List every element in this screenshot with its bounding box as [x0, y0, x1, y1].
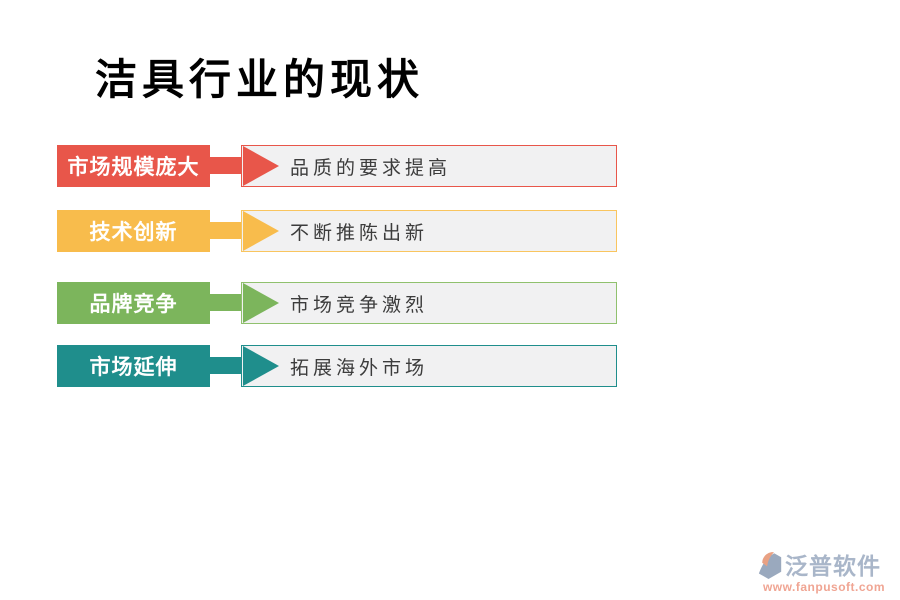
industry-row-market-scale: 市场规模庞大 品质的要求提高	[0, 145, 900, 187]
description-box: 拓展海外市场	[241, 345, 617, 387]
arrow-right-icon	[243, 146, 279, 186]
row-label: 市场延伸	[57, 345, 210, 387]
description-text: 市场竞争激烈	[290, 294, 429, 316]
industry-row-market-extension: 市场延伸 拓展海外市场	[0, 345, 900, 387]
row-label: 市场规模庞大	[57, 145, 210, 187]
arrow-shaft	[208, 222, 248, 239]
watermark: 泛普软件 www.fanpusoft.com	[754, 547, 894, 594]
arrow-right-icon	[243, 211, 279, 251]
row-label: 品牌竞争	[57, 282, 210, 324]
description-box: 不断推陈出新	[241, 210, 617, 252]
page-title: 洁具行业的现状	[95, 55, 425, 104]
fanpu-logo-icon	[754, 548, 782, 579]
industry-row-brand-competition: 品牌竞争 市场竞争激烈	[0, 282, 900, 324]
description-text: 不断推陈出新	[290, 222, 429, 244]
row-label: 技术创新	[57, 210, 210, 252]
arrow-shaft	[208, 294, 248, 311]
brand-name: 泛普软件	[785, 553, 881, 579]
description-box: 品质的要求提高	[241, 145, 617, 187]
arrow-shaft	[208, 157, 248, 174]
industry-row-tech-innovation: 技术创新 不断推陈出新	[0, 210, 900, 252]
description-text: 品质的要求提高	[290, 157, 452, 179]
arrow-right-icon	[243, 283, 279, 323]
brand-url: www.fanpusoft.com	[762, 580, 886, 594]
arrow-shaft	[208, 357, 248, 374]
arrow-right-icon	[243, 346, 279, 386]
description-text: 拓展海外市场	[290, 357, 429, 379]
description-box: 市场竞争激烈	[241, 282, 617, 324]
